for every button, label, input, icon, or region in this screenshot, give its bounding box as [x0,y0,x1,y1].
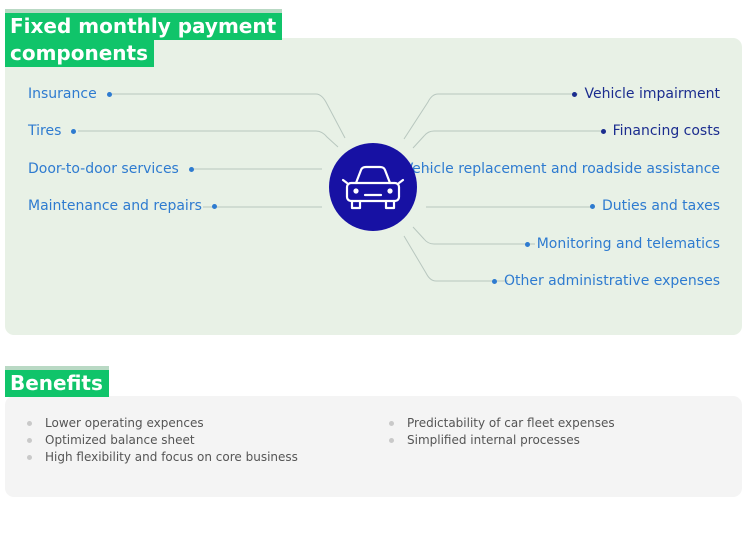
benefit-item: Simplified internal processes [389,433,580,448]
components-heading-line2: components [5,40,154,67]
component-duties-taxes: Duties and taxes [589,197,720,215]
car-icon [341,165,405,210]
connector-other-admin [403,235,508,282]
component-replacement-assistance: Vehicle replacement and roadside assista… [391,160,720,178]
hub-circle [329,143,417,231]
bullet-dot [211,203,217,209]
bullet-dot [71,128,77,134]
benefits-panel [5,396,742,497]
component-maintenance: Maintenance and repairs [28,197,217,215]
component-other-admin: Other administrative expenses [491,272,720,290]
connector-financing [412,130,606,149]
component-vehicle-impairment: Vehicle impairment [572,85,720,103]
connector-insurance [112,93,346,139]
bullet-dot [572,91,578,97]
connector-tires [78,130,339,148]
benefits-heading: Benefits [5,366,109,397]
benefit-item: High flexibility and focus on core busin… [27,450,298,465]
bullet-dot [524,241,530,247]
bullet-dot [27,421,32,426]
bullet-dot [589,203,595,209]
bullet-dot [389,438,394,443]
connector-monitoring [412,226,535,245]
bullet-dot [188,166,194,172]
bullet-dot [27,455,32,460]
component-insurance: Insurance [28,85,112,103]
bullet-dot [27,438,32,443]
component-monitoring-telematics: Monitoring and telematics [524,235,720,253]
component-door-to-door: Door-to-door services [28,160,194,178]
component-financing-costs: Financing costs [600,122,720,140]
bullet-dot [389,421,394,426]
bullet-dot [491,278,497,284]
bullet-dot [106,91,112,97]
connector-vehicle-impairment [403,93,578,140]
bullet-dot [600,128,606,134]
component-tires: Tires [28,122,77,140]
benefit-item: Lower operating expences [27,416,204,431]
components-heading-line1: Fixed monthly payment [5,9,283,40]
benefit-item: Predictability of car fleet expenses [389,416,615,431]
benefit-item: Optimized balance sheet [27,433,195,448]
